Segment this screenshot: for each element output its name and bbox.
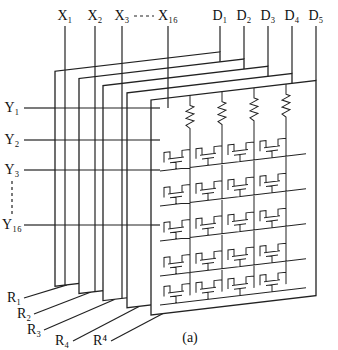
x-line-label: X₁ [58, 9, 73, 23]
x-wire [64, 26, 65, 70]
x-line-label: X₂ [88, 9, 103, 23]
y-wire [24, 139, 55, 140]
continuation-dashes [11, 181, 12, 214]
x-wire [167, 26, 168, 58]
d-line-label: D₅ [309, 9, 324, 23]
r-line-label: R₄ [55, 334, 69, 348]
x-wire [94, 77, 95, 292]
d-line-label: D₁ [213, 9, 228, 23]
figure-tag: (a) [182, 331, 198, 345]
r-wire [24, 285, 67, 298]
d-line-label: D₄ [285, 9, 300, 23]
x-wire [121, 83, 122, 298]
r-line-label: R₃ [27, 323, 41, 337]
d-wire [243, 26, 244, 59]
r-wire [44, 299, 115, 330]
y-line-label: Y₂ [5, 133, 20, 147]
d-line-label: D₃ [261, 9, 276, 23]
x-wire [94, 26, 95, 67]
memory-plane [151, 81, 316, 315]
y-line-label: Y₁₆ [2, 218, 22, 232]
x-line-label: X₁₆ [158, 9, 178, 23]
y-line-label: Y₁ [5, 101, 20, 115]
r-wire [111, 314, 163, 341]
continuation-dashes [134, 15, 154, 16]
d-wire [291, 26, 292, 73]
d-wire [315, 26, 316, 81]
r-line-label: R₂ [17, 307, 31, 321]
x-wire [64, 70, 65, 285]
d-line-label: D₂ [237, 9, 252, 23]
x-wire [121, 26, 122, 63]
y-wire [24, 224, 55, 225]
r-line-label: R₁ [7, 291, 21, 305]
lead-wires [12, 16, 316, 341]
plane-face [151, 81, 316, 315]
y-wire [151, 139, 160, 140]
y-wire [24, 107, 55, 108]
y-line-label: Y₃ [5, 163, 20, 177]
x-wire [167, 98, 168, 108]
y-wire [24, 169, 55, 170]
x-line-label: X₃ [115, 9, 130, 23]
transistor-matrix [160, 82, 306, 305]
r-line-label: R⁴ [93, 334, 107, 348]
r-wire [34, 292, 91, 314]
d-wire [219, 26, 220, 52]
y-wire [151, 224, 160, 225]
plane-outline [151, 81, 316, 315]
d-wire [267, 26, 268, 66]
y-wire [151, 169, 160, 170]
y-wire [151, 107, 160, 108]
